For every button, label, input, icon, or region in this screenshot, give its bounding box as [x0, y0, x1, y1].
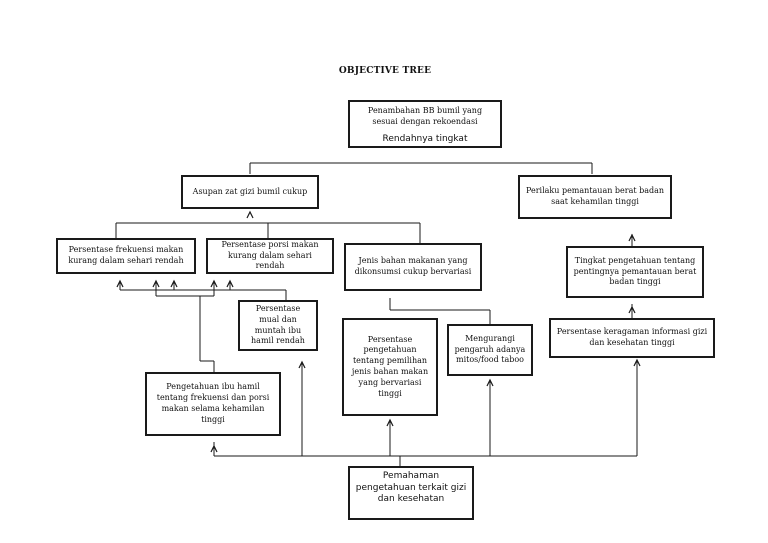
goal-box-penambahan-bb: Penambahan BB bumil yang sesuai dengan r…	[348, 100, 502, 148]
arrow-up-icon	[210, 444, 218, 453]
arrow-up-icon	[628, 305, 636, 314]
box-persentase-porsi: Persentase porsi makan kurang dalam seha…	[206, 238, 334, 274]
arrow-up-icon	[628, 233, 636, 242]
arrow-up-icon	[226, 279, 234, 288]
arrow-up-icon	[152, 279, 160, 288]
box-persentase-mual: Persentase mual dan muntah ibu hamil ren…	[238, 300, 318, 351]
diagram-title: OBJECTIVE TREE	[338, 66, 432, 76]
box-jenis-bahan-makanan: Jenis bahan makanan yang dikonsumsi cuku…	[344, 243, 482, 291]
clipped-text: Rendahnya tingkat	[382, 133, 468, 144]
box-persentase-keragaman: Persentase keragaman informasi gizi dan …	[549, 318, 715, 358]
box-pemahaman-pengetahuan: Pemahaman pengetahuan terkait gizi dan k…	[348, 466, 474, 520]
arrow-up-icon	[633, 358, 641, 367]
arrow-up-icon	[170, 279, 178, 288]
box-tingkat-pengetahuan: Tingkat pengetahuan tentang pentingnya p…	[566, 246, 704, 298]
arrow-up-icon	[246, 210, 254, 219]
box-persentase-frekuensi: Persentase frekuensi makan kurang dalam …	[56, 238, 196, 274]
box-pengetahuan-ibu-hamil: Pengetahuan ibu hamil tentang frekuensi …	[145, 372, 281, 436]
box-asupan-zat-gizi: Asupan zat gizi bumil cukup	[181, 175, 319, 209]
box-persentase-pemilihan: Persentase pengetahuan tentang pemilihan…	[342, 318, 438, 416]
arrow-up-icon	[486, 378, 494, 387]
arrow-up-icon	[298, 360, 306, 369]
box-mengurangi-mitos: Mengurangi pengaruh adanya mitos/food ta…	[447, 324, 533, 376]
arrow-up-icon	[210, 279, 218, 288]
arrow-up-icon	[116, 279, 124, 288]
arrow-up-icon	[386, 418, 394, 427]
box-perilaku-pemantauan: Perilaku pemantauan berat badan saat keh…	[518, 175, 672, 219]
